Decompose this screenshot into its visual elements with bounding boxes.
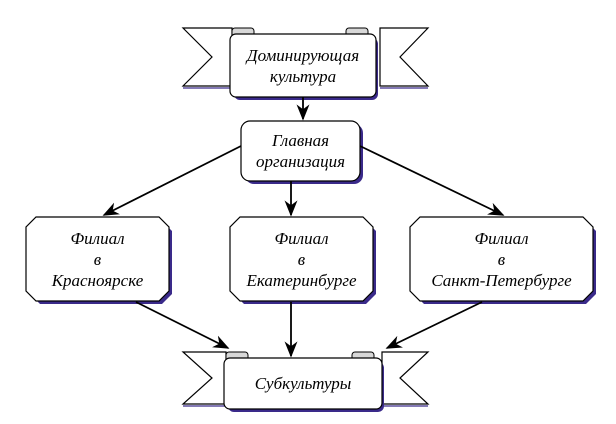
banner-right-tail xyxy=(379,27,430,87)
node-label-line: Главная xyxy=(271,131,330,150)
banner-subcultures xyxy=(181,351,430,412)
node-label-line: Филиал xyxy=(474,228,529,248)
node-label-line: Филиал xyxy=(274,228,329,248)
edge-krasnoyarsk-to-sub xyxy=(135,301,230,349)
banner-dominant-culture xyxy=(181,27,430,100)
node-label-line: в xyxy=(497,249,506,269)
node-label-line: Филиал xyxy=(70,228,125,248)
edge-org-to-krasnoyarsk xyxy=(102,145,242,216)
node-label-line: в xyxy=(93,249,102,269)
box-branch-ekaterinburg xyxy=(229,216,376,304)
node-label-line: Красноярске xyxy=(51,270,144,290)
node-label-line: культура xyxy=(269,66,337,86)
node-label-line: Субкультуры xyxy=(254,374,352,393)
label-main-organization: Главная организация xyxy=(241,121,360,181)
node-label-line: в xyxy=(297,249,306,269)
node-label-line: Санкт-Петербурге xyxy=(431,270,572,290)
node-label-line: Доминирующая xyxy=(246,45,360,65)
box-branch-krasnoyarsk xyxy=(25,216,172,304)
box-branch-spb xyxy=(409,216,596,304)
node-label-line: Екатеринбурге xyxy=(246,270,357,290)
edge-org-to-spb xyxy=(359,145,505,216)
connectors xyxy=(102,97,505,358)
node-label-line: организация xyxy=(255,152,346,171)
label-subcultures: Субкультуры xyxy=(224,358,382,409)
edge-spb-to-sub xyxy=(385,301,483,349)
box-main-organization xyxy=(240,120,363,184)
banner-left-tail xyxy=(181,27,233,87)
